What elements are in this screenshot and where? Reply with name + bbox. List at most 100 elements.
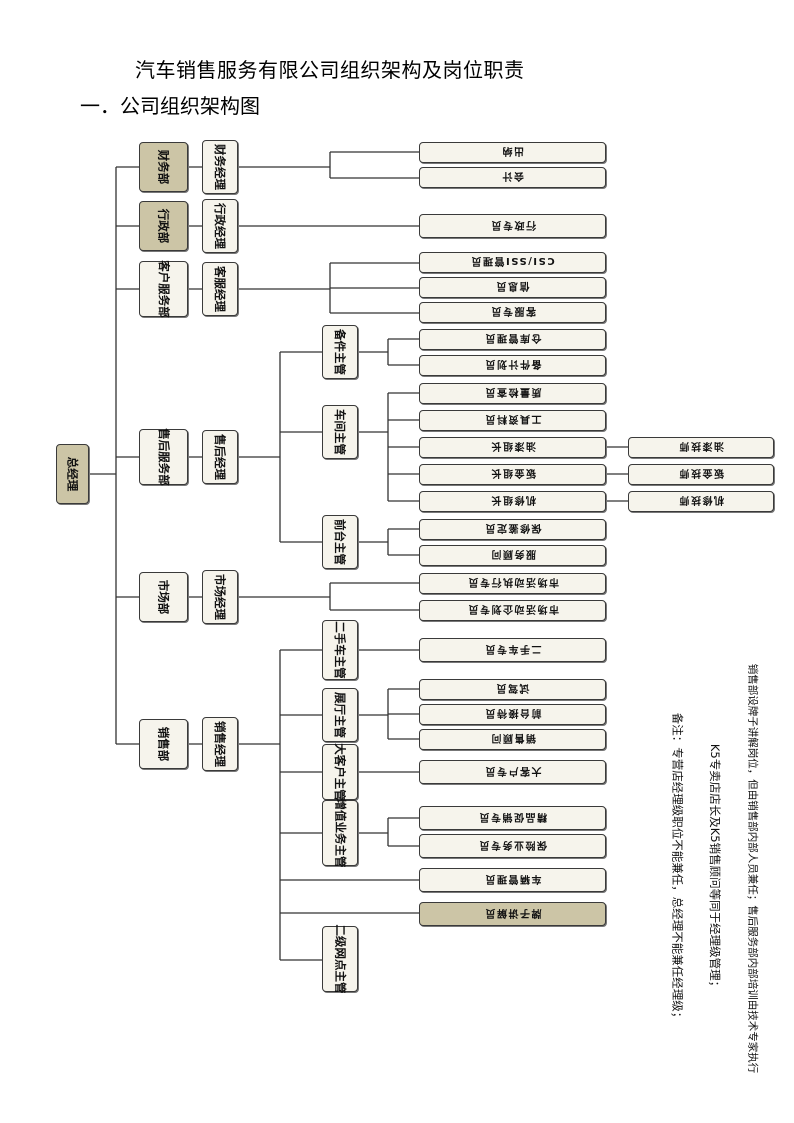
role-cs-specialist: 客服专员 bbox=[419, 302, 606, 323]
role-tool-clerk: 工具资料员 bbox=[419, 410, 606, 431]
role-label: 销售顾问 bbox=[489, 732, 536, 743]
supervisor-label: 增值业务主管 bbox=[333, 798, 347, 868]
role-vehicle-admin: 车辆管理员 bbox=[419, 868, 606, 892]
role-label: 保险业务专员 bbox=[478, 838, 547, 850]
note-text: 备注：专营店经理级职位不能兼任，总经理不能兼任经理级； bbox=[670, 712, 684, 1024]
role-brand-presenter: 牌子讲解员 bbox=[419, 902, 606, 926]
role-used-car-specialist: 二手车专员 bbox=[419, 638, 606, 662]
manager-after-sales: 售后经理 bbox=[202, 430, 238, 484]
supervisor-label: 大客户主管 bbox=[333, 743, 347, 801]
supervisor-showroom: 展厅主管 bbox=[322, 688, 358, 742]
role-label: 出纳 bbox=[501, 145, 524, 156]
role-accessories-specialist: 精品促销专员 bbox=[419, 806, 606, 830]
supervisor-workshop: 车间主管 bbox=[322, 405, 358, 459]
role-label: 钣金组长 bbox=[489, 467, 536, 478]
manager-label: 售后经理 bbox=[213, 434, 227, 480]
role-label: 牌子讲解员 bbox=[483, 906, 542, 918]
supervisor-used-car: 二手车主管 bbox=[322, 620, 358, 680]
manager-market: 市场经理 bbox=[202, 570, 238, 624]
role-label: 油漆组长 bbox=[489, 440, 536, 451]
role-insurance-specialist: 保险业务专员 bbox=[419, 834, 606, 858]
root-label: 总经理 bbox=[65, 456, 80, 492]
role-mechanic-technician: 机修技师 bbox=[628, 491, 774, 512]
dept-after-sales: 售后服务部 bbox=[139, 428, 188, 486]
role-label: 仓库管理员 bbox=[483, 332, 542, 343]
role-marketing-planner: 市场活动企划专员 bbox=[419, 600, 606, 621]
note-text: K5专卖店店长及K5销售顾问等同于经理级管理； bbox=[708, 743, 722, 993]
page-title: 汽车销售服务有限公司组织架构及岗位职责 bbox=[135, 58, 525, 82]
dept-sales: 销售部 bbox=[139, 719, 188, 769]
dept-label: 销售部 bbox=[156, 726, 171, 762]
role-label: 客服专员 bbox=[489, 305, 536, 316]
note-line-2: K5专卖店店长及K5销售顾问等同于经理级管理； bbox=[706, 738, 724, 998]
note-text: 销售部设牌子讲解岗位，但由销售部内部人员兼任；售后服务部内部培训由技术专家执行 bbox=[746, 663, 759, 1073]
role-label: 保修鉴定员 bbox=[483, 522, 542, 533]
dept-label: 行政部 bbox=[156, 208, 171, 244]
manager-label: 行政经理 bbox=[213, 203, 227, 249]
supervisor-label: 二级网点主管 bbox=[333, 924, 347, 994]
dept-admin: 行政部 bbox=[139, 201, 188, 251]
section-heading: 一．公司组织架构图 bbox=[80, 94, 260, 118]
role-cashier: 出纳 bbox=[419, 142, 606, 163]
role-mechanic-leader: 机修组长 bbox=[419, 491, 606, 512]
manager-label: 财务经理 bbox=[213, 144, 227, 190]
supervisor-label: 展厅主管 bbox=[333, 692, 347, 738]
role-sheet-metal-leader: 钣金组长 bbox=[419, 464, 606, 485]
manager-sales: 销售经理 bbox=[202, 717, 238, 771]
supervisor-key-account: 大客户主管 bbox=[322, 743, 358, 801]
role-label: 钣金技师 bbox=[678, 467, 724, 478]
role-service-advisor: 服务顾问 bbox=[419, 545, 606, 566]
manager-label: 销售经理 bbox=[213, 721, 227, 767]
role-parts-planner: 备件计划员 bbox=[419, 355, 606, 376]
role-key-account-specialist: 大客户专员 bbox=[419, 760, 606, 784]
role-label: 工具资料员 bbox=[483, 413, 542, 424]
role-warranty-assessor: 保修鉴定员 bbox=[419, 519, 606, 540]
root-box-general-manager: 总经理 bbox=[56, 444, 89, 504]
supervisor-value-added: 增值业务主管 bbox=[322, 798, 358, 868]
manager-label: 客服经理 bbox=[213, 266, 227, 312]
role-marketing-executor: 市场活动执行专员 bbox=[419, 573, 606, 594]
role-test-driver: 试驾员 bbox=[419, 679, 606, 700]
supervisor-label: 备件主管 bbox=[333, 329, 347, 375]
role-quality-inspector: 质量检查员 bbox=[419, 383, 606, 404]
role-label: 信息员 bbox=[495, 280, 530, 291]
supervisor-secondary-outlet: 二级网点主管 bbox=[322, 924, 358, 994]
supervisor-front-desk: 前台主管 bbox=[322, 515, 358, 569]
supervisor-label: 二手车主管 bbox=[333, 621, 347, 679]
role-label: 精品促销专员 bbox=[478, 810, 547, 822]
role-info-clerk: 信息员 bbox=[419, 277, 606, 298]
supervisor-parts: 备件主管 bbox=[322, 325, 358, 379]
dept-finance: 财务部 bbox=[139, 142, 188, 192]
role-label: 会计 bbox=[501, 170, 524, 181]
manager-customer-service: 客服经理 bbox=[202, 262, 238, 316]
dept-label: 售后服务部 bbox=[156, 428, 171, 486]
dept-label: 市场部 bbox=[156, 579, 171, 615]
role-accountant: 会计 bbox=[419, 167, 606, 188]
manager-admin: 行政经理 bbox=[202, 199, 238, 253]
role-warehouse-admin: 仓库管理员 bbox=[419, 329, 606, 350]
role-label: 机修组长 bbox=[489, 494, 536, 505]
role-label: 油漆技师 bbox=[678, 440, 724, 451]
role-paint-technician: 油漆技师 bbox=[628, 437, 774, 458]
role-label: 机修技师 bbox=[678, 494, 724, 505]
role-admin-specialist: 行政专员 bbox=[419, 214, 606, 238]
manager-label: 市场经理 bbox=[213, 574, 227, 620]
dept-customer-service: 客户服务部 bbox=[139, 260, 188, 318]
role-label: CSI/SSI管理员 bbox=[470, 255, 555, 266]
role-label: 市场活动企划专员 bbox=[466, 603, 559, 614]
role-label: 二手车专员 bbox=[483, 642, 542, 654]
role-label: 试驾员 bbox=[495, 682, 530, 693]
note-line-1: 备注：专营店经理级职位不能兼任，总经理不能兼任经理级； bbox=[668, 713, 686, 1024]
note-line-3: 销售部设牌子讲解岗位，但由销售部内部人员兼任；售后服务部内部培训由技术专家执行 bbox=[744, 663, 762, 1073]
role-csi-ssi-admin: CSI/SSI管理员 bbox=[419, 252, 606, 273]
supervisor-label: 车间主管 bbox=[333, 409, 347, 455]
supervisor-label: 前台主管 bbox=[333, 519, 347, 565]
role-label: 市场活动执行专员 bbox=[466, 576, 559, 587]
role-label: 质量检查员 bbox=[483, 386, 542, 397]
role-label: 行政专员 bbox=[489, 218, 536, 230]
dept-label: 财务部 bbox=[156, 149, 171, 185]
dept-market: 市场部 bbox=[139, 572, 188, 622]
dept-label: 客户服务部 bbox=[156, 260, 171, 318]
role-paint-leader: 油漆组长 bbox=[419, 437, 606, 458]
